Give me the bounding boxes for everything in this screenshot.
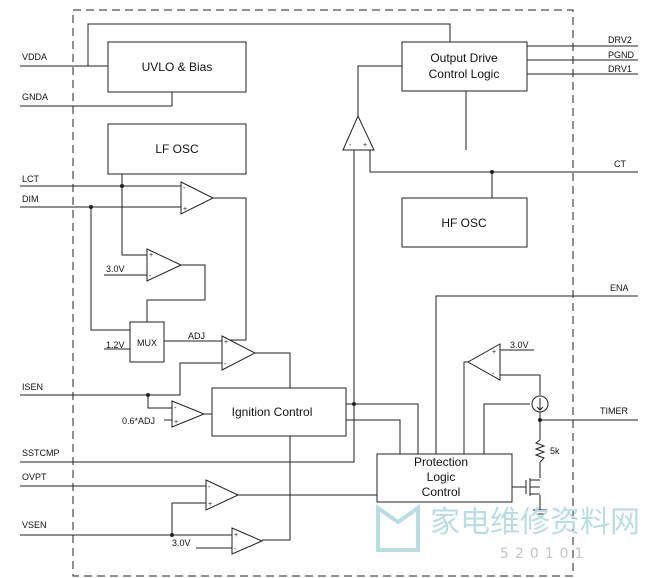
pin-vsen: VSEN <box>22 520 47 530</box>
svg-text:+: + <box>492 349 496 356</box>
comparator-6 <box>231 527 264 555</box>
pin-gnda: GNDA <box>22 92 48 102</box>
svg-text:+: + <box>234 532 238 539</box>
label-adj: ADJ <box>188 331 205 341</box>
label-5k: 5k <box>550 446 560 456</box>
comparator-1 <box>180 181 215 215</box>
svg-text:-: - <box>224 361 227 368</box>
pin-ct: CT <box>614 159 626 169</box>
output-drive-block <box>401 41 528 92</box>
current-source-arrowhead-icon <box>536 406 544 411</box>
comparator-3 <box>221 335 257 371</box>
ground-icon <box>533 509 547 519</box>
protection-label-2: Logic <box>427 470 456 484</box>
svg-text:-: - <box>234 546 237 553</box>
pin-lct: LCT <box>22 174 40 184</box>
resistor-icon <box>534 439 546 463</box>
hfosc-block <box>401 197 528 248</box>
mux-block <box>129 321 165 363</box>
svg-text:-: - <box>149 273 152 280</box>
pin-drv1: DRV1 <box>608 64 632 74</box>
label-3v-b: 3.0V <box>172 538 191 548</box>
watermark-logo-icon <box>376 504 420 552</box>
svg-text:-: - <box>208 484 211 491</box>
protection-label-1: Protection <box>414 455 468 469</box>
lfosc-block <box>107 123 247 175</box>
comparator-5 <box>205 479 240 511</box>
chip-boundary <box>72 9 574 577</box>
comparator-2 <box>146 248 183 282</box>
mux-label: MUX <box>137 338 157 348</box>
label-06adj: 0.6*ADJ <box>122 416 155 426</box>
pin-drv2: DRV2 <box>608 35 632 45</box>
ignition-label: Ignition Control <box>232 405 313 419</box>
pin-pgnd: PGND <box>608 50 635 60</box>
watermark-digits: 520101 <box>500 546 589 562</box>
protection-block <box>376 453 513 503</box>
pin-timer: TIMER <box>600 406 628 416</box>
lfosc-label: LF OSC <box>155 142 199 156</box>
comparators <box>146 114 501 555</box>
uvlo-block <box>107 41 247 93</box>
svg-text:-: - <box>492 371 495 378</box>
svg-text:-: - <box>183 185 186 192</box>
label-3v-a: 3.0V <box>106 264 125 274</box>
comparator-4 <box>171 400 206 428</box>
svg-text:+: + <box>183 206 187 213</box>
svg-text:-: - <box>349 142 352 149</box>
wires <box>20 23 638 549</box>
output-drive-label-1: Output Drive <box>430 51 498 65</box>
protection-label-3: Control <box>422 485 461 499</box>
pin-vdda: VDDA <box>22 52 47 62</box>
pin-sstcmp: SSTCMP <box>22 448 60 458</box>
svg-text:+: + <box>224 339 228 346</box>
pin-dim: DIM <box>22 194 39 204</box>
svg-text:-: - <box>174 405 177 412</box>
svg-text:+: + <box>174 419 178 426</box>
transistor-icon <box>525 478 540 496</box>
buffer-triangle <box>342 114 375 151</box>
label-1-2v: 1.2V <box>106 340 125 350</box>
output-drive-label-2: Control Logic <box>429 67 500 81</box>
junction-dots <box>89 170 542 537</box>
pin-ena: ENA <box>610 283 629 293</box>
label-3v-c: 3.0V <box>510 340 529 350</box>
ignition-block <box>211 387 347 437</box>
uvlo-label: UVLO & Bias <box>142 60 213 74</box>
hfosc-label: HF OSC <box>441 216 487 230</box>
svg-text:+: + <box>208 501 212 508</box>
svg-text:+: + <box>363 142 367 149</box>
watermark-chinese: 家电维修资料网 <box>430 505 640 540</box>
comparator-top-right <box>466 343 501 381</box>
pin-isen: ISEN <box>22 382 43 392</box>
pin-ovpt: OVPT <box>22 472 47 482</box>
svg-text:+: + <box>149 252 153 259</box>
comparator-signs: - + + - + - - + - + + - + - - + <box>149 142 496 553</box>
watermark: 家电维修资料网 520101 <box>376 504 640 562</box>
